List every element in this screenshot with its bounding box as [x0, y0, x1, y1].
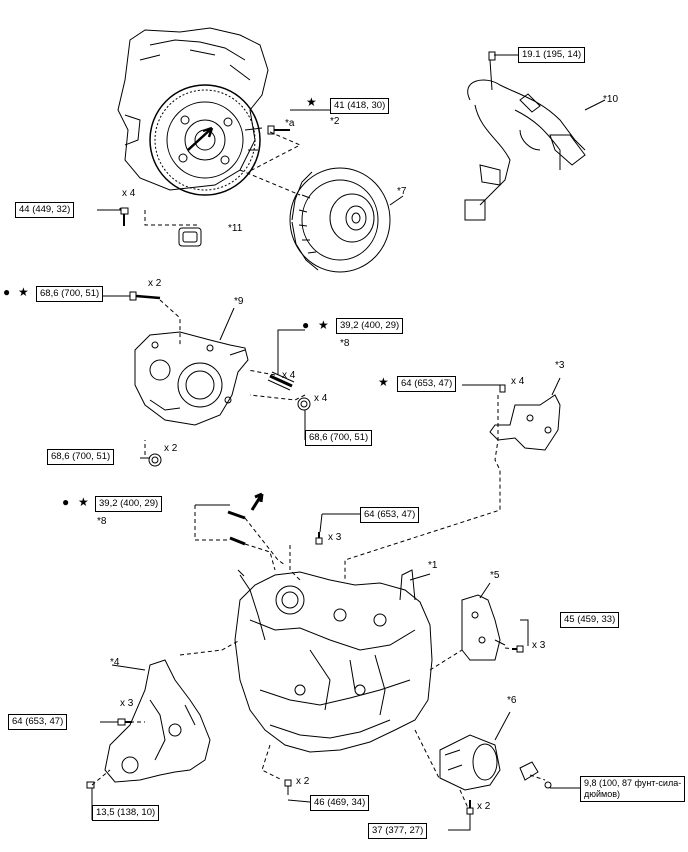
leader-lines-studs — [194, 505, 301, 581]
torque-box-9-8: 9,8 (100, 87 фунт-сила- дюймов) — [580, 776, 686, 802]
qty-68-top: x 2 — [148, 278, 162, 289]
bracket-5 — [461, 594, 506, 661]
torque-box-39-2-mid: 39,2 (400, 29) — [95, 496, 163, 512]
starter-6 — [439, 734, 552, 791]
bolt-68-6-top — [129, 291, 161, 301]
qty-nut: x 4 — [314, 393, 328, 404]
stud-bolt — [267, 371, 295, 391]
wire-harness-10 — [464, 51, 586, 221]
torque-box-68-6-bottom: 68,6 (700, 51) — [47, 449, 115, 465]
label-part-6: *6 — [507, 695, 517, 706]
bolt-46 — [284, 779, 292, 795]
label-part-7: *7 — [397, 186, 407, 197]
label-part-a: *a — [285, 118, 295, 129]
bolt-37 — [466, 800, 474, 815]
bracket-4 — [104, 659, 211, 783]
qty-64-left: x 3 — [120, 698, 134, 709]
bolt-64-mid — [315, 532, 323, 545]
torque-box-64-mid: 64 (653, 47) — [360, 507, 420, 523]
label-part-4: *4 — [110, 657, 120, 668]
torque-converter-7 — [289, 167, 391, 273]
leader-lines-right — [91, 639, 546, 809]
label-part-3: *3 — [555, 360, 565, 371]
torque-box-37: 37 (377, 27) — [368, 823, 428, 839]
star-symbol-41: ★ — [306, 95, 317, 109]
star-symbol-39-top: ★ — [318, 318, 329, 332]
nut-68-6-bottom — [148, 453, 162, 467]
torque-leader-lines — [60, 54, 606, 831]
label-part-1: *1 — [428, 560, 438, 571]
bracket-3 — [489, 384, 561, 451]
bolt-13-5 — [86, 781, 95, 792]
qty-stud: x 4 — [282, 370, 296, 381]
qty-45: x 3 — [532, 640, 546, 651]
dot-symbol-39-top: ● — [302, 318, 310, 332]
torque-box-41: 41 (418, 30) — [330, 98, 390, 114]
leader-lines-top — [144, 131, 302, 226]
dot-symbol-68-top: ● — [3, 285, 11, 299]
qty-46: x 2 — [296, 776, 310, 787]
label-part-5: *5 — [490, 570, 500, 581]
transaxle-1 — [234, 569, 433, 753]
torque-box-64-left: 64 (653, 47) — [8, 714, 68, 730]
torque-box-13-5: 13,5 (138, 10) — [92, 805, 160, 821]
qty-37: x 2 — [477, 801, 491, 812]
engine-block-drawing — [117, 27, 269, 196]
torque-box-64-bracket3: 64 (653, 47) — [397, 376, 457, 392]
torque-box-45: 45 (459, 33) — [560, 612, 620, 628]
qty-64-bracket3: x 4 — [511, 376, 525, 387]
torque-box-68-6-nut: 68,6 (700, 51) — [305, 430, 373, 446]
label-part-8-top: *8 — [340, 338, 350, 349]
star-symbol-39-mid: ★ — [78, 495, 89, 509]
extension-housing-9 — [134, 331, 249, 426]
torque-box-9-8-line1: 9,8 (100, 87 фунт-сила- — [584, 778, 682, 788]
label-part-8-mid: *8 — [97, 516, 107, 527]
qty-64-mid: x 3 — [328, 532, 342, 543]
cover-plate-11 — [178, 227, 202, 247]
torque-box-68-6-top: 68,6 (700, 51) — [36, 286, 104, 302]
nut-68-6 — [297, 397, 311, 411]
qty-68-bottom: x 2 — [164, 443, 178, 454]
label-part-2: *2 — [330, 116, 340, 127]
bolt-41 — [267, 125, 290, 135]
label-part-10: *10 — [603, 94, 619, 105]
bolt-44 — [120, 207, 129, 226]
torque-box-44: 44 (449, 32) — [15, 202, 75, 218]
label-part-11: *11 — [228, 223, 243, 234]
torque-box-46: 46 (469, 34) — [310, 795, 370, 811]
qty-44: x 4 — [122, 188, 136, 199]
torque-box-19-1: 19.1 (195, 14) — [518, 47, 586, 63]
star-symbol-64-bracket3: ★ — [378, 375, 389, 389]
label-part-9: *9 — [234, 296, 244, 307]
torque-box-9-8-line2: дюймов) — [584, 789, 620, 799]
torque-box-39-2-top: 39,2 (400, 29) — [336, 318, 404, 334]
stud-bolts-39-2 — [227, 492, 264, 546]
dot-symbol-39-mid: ● — [62, 495, 70, 509]
star-symbol-68-top: ★ — [18, 285, 29, 299]
